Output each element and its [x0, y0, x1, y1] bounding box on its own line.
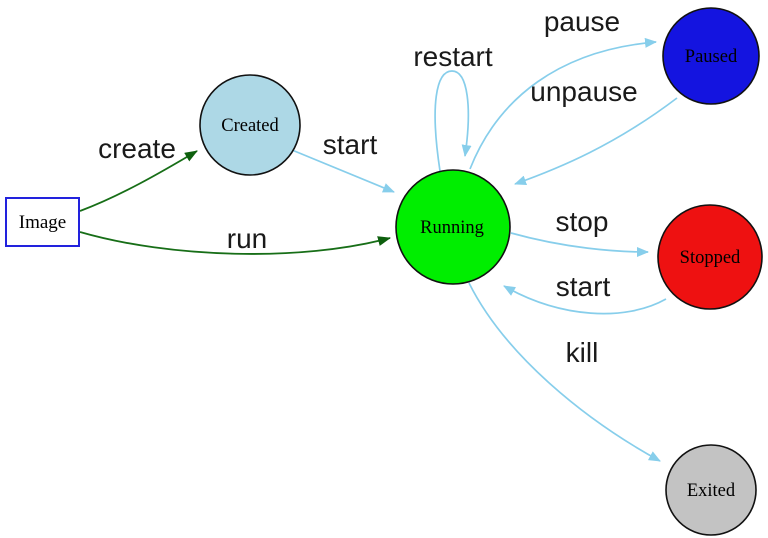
node-created: Created — [199, 74, 301, 176]
edge-run-arrow — [79, 231, 391, 255]
edge-start-from-created-arrow — [291, 149, 395, 193]
edge-start-from-stopped-arrow — [503, 285, 667, 315]
edge-label-pause: pause — [544, 6, 620, 37]
edge-label-stop: stop — [556, 206, 609, 237]
edge-pause-arrow — [469, 37, 657, 170]
edge-label-unpause: unpause — [530, 76, 637, 107]
edge-label-restart: restart — [413, 41, 493, 72]
edge-label-create: create — [98, 133, 176, 164]
node-label-created: Created — [221, 116, 279, 136]
node-paused: Paused — [662, 7, 760, 105]
exited-circle — [665, 444, 757, 536]
node-label-image: Image — [19, 212, 66, 233]
edge-label-start-top: start — [323, 129, 378, 160]
node-label-stopped: Stopped — [680, 248, 741, 268]
stopped-circle — [657, 204, 763, 310]
node-running: Running — [395, 169, 511, 285]
paused-circle — [662, 7, 760, 105]
edge-stop-arrow — [510, 232, 649, 257]
node-label-exited: Exited — [687, 481, 736, 501]
image-box — [5, 197, 80, 247]
edge-restart-self-loop-arrow — [434, 70, 472, 172]
edge-label-kill: kill — [566, 337, 599, 368]
node-image: Image — [5, 197, 80, 247]
node-exited: Exited — [665, 444, 757, 536]
edge-kill-arrow — [468, 282, 661, 462]
node-stopped: Stopped — [657, 204, 763, 310]
node-label-running: Running — [420, 218, 484, 238]
edge-label-start-bottom: start — [556, 271, 611, 302]
created-circle — [199, 74, 301, 176]
running-circle — [395, 169, 511, 285]
edge-unpause-arrow — [514, 97, 678, 186]
edge-label-run: run — [227, 223, 267, 254]
node-label-paused: Paused — [685, 47, 738, 67]
edge-create-arrow — [79, 150, 198, 212]
